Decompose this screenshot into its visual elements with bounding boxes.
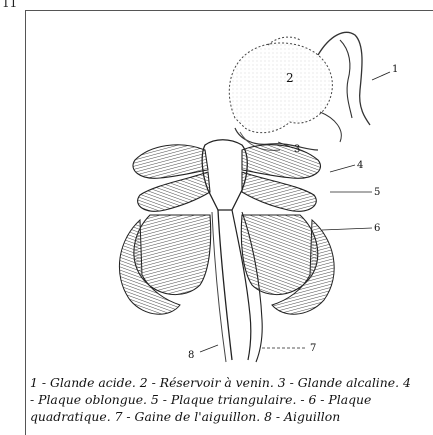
acid-gland-branch <box>340 40 352 118</box>
callout-7: 7 <box>310 343 316 354</box>
figure-caption: 1 - Glande acide. 2 - Réservoir à venin.… <box>30 374 433 425</box>
left-plate-upper <box>133 145 208 178</box>
sting-shaft <box>218 210 232 360</box>
leader-1 <box>372 72 390 80</box>
sting-apparatus-illustration: 1 2 3 4 5 6 7 8 <box>0 0 433 375</box>
callout-6: 6 <box>374 223 380 234</box>
callout-2: 2 <box>286 71 294 85</box>
acid-gland-curl <box>320 112 341 142</box>
callout-4: 4 <box>357 160 363 171</box>
caption-line-1: 1 - Glande acide. 2 - Réservoir à venin.… <box>30 374 433 391</box>
right-plate-upper <box>242 145 320 178</box>
callout-3: 3 <box>294 144 300 155</box>
caption-line-2: - Plaque oblongue. 5 - Plaque triangulai… <box>30 391 433 408</box>
leader-6 <box>322 228 372 230</box>
leader-4 <box>330 165 355 172</box>
callout-1: 1 <box>392 64 398 75</box>
callout-8: 8 <box>188 350 194 361</box>
caption-line-3: quadratique. 7 - Gaine de l'aiguillon. 8… <box>30 408 433 425</box>
bulb <box>202 140 247 210</box>
venom-reservoir <box>229 43 332 133</box>
callout-5: 5 <box>374 187 380 198</box>
leader-8 <box>200 345 218 352</box>
